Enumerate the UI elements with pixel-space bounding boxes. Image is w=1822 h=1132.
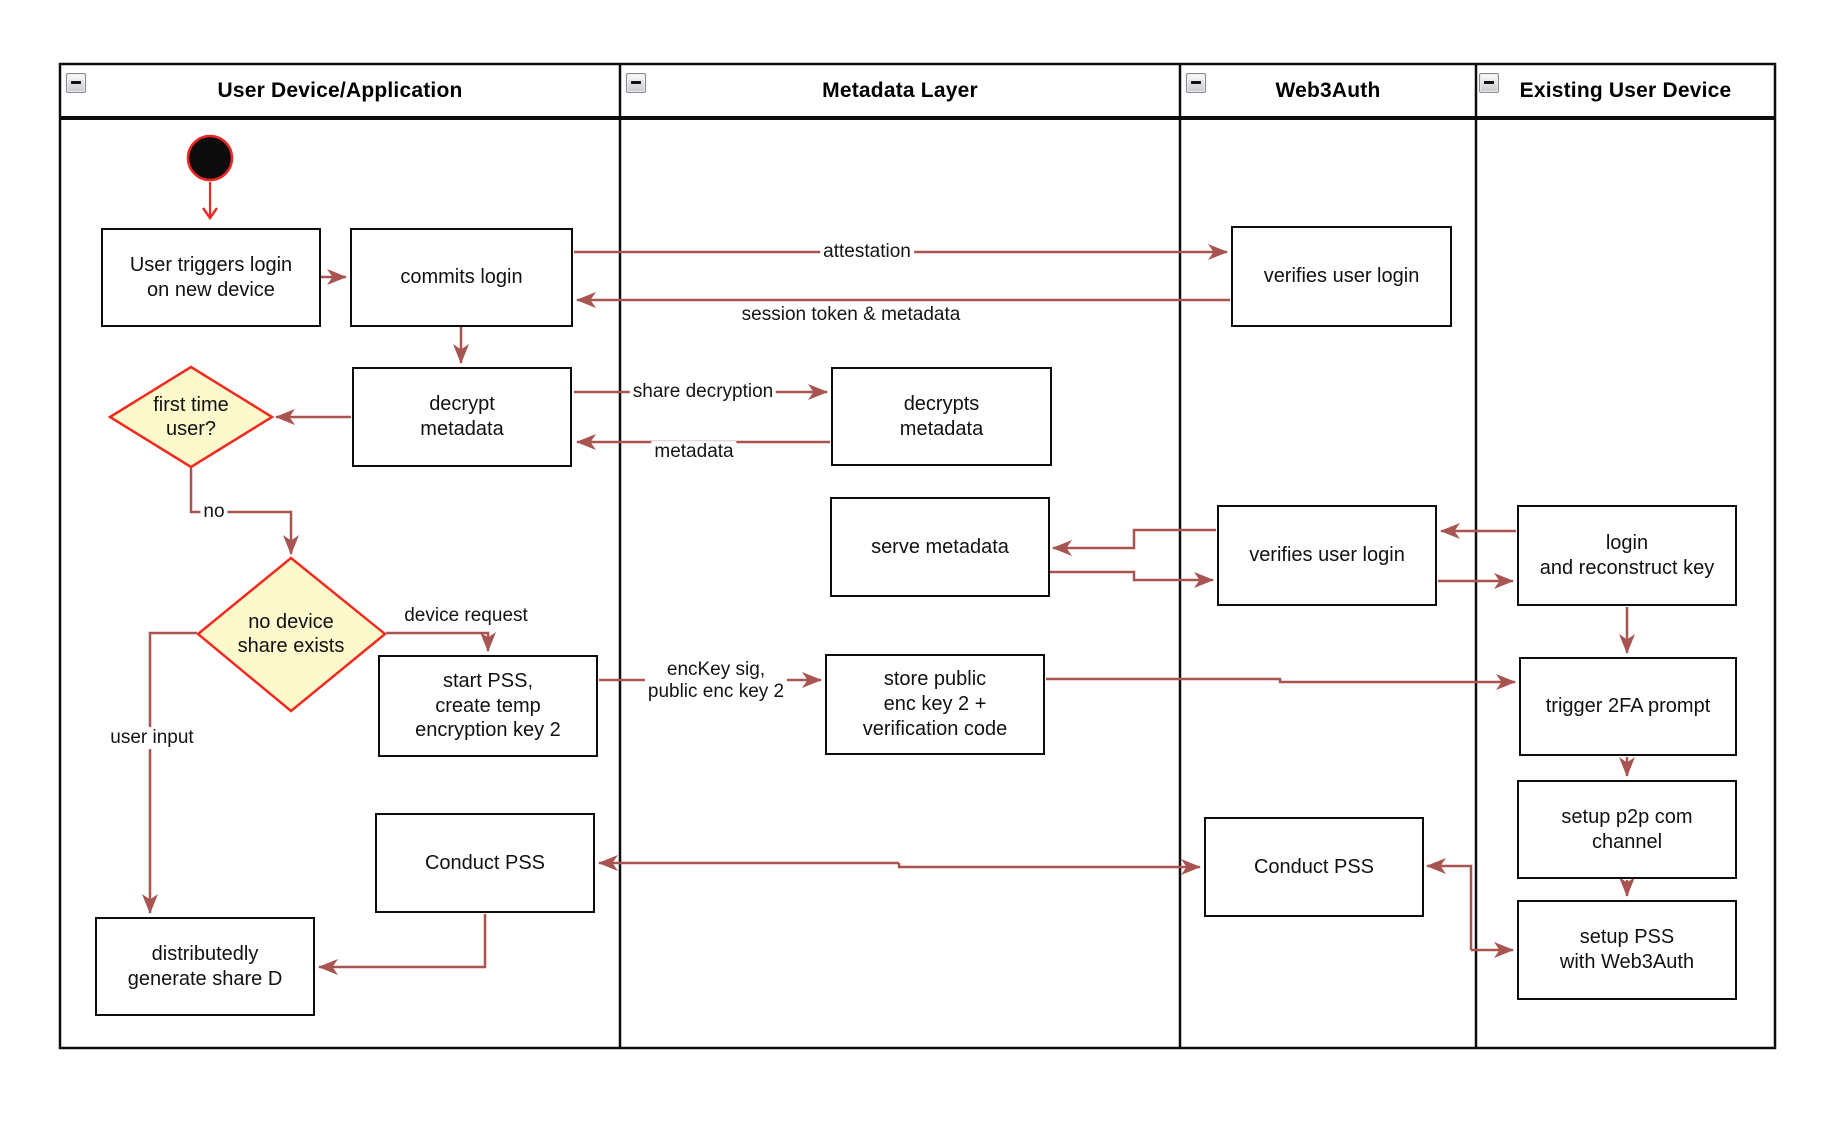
node-trigger-2fa-prompt: trigger 2FA prompt — [1519, 657, 1737, 756]
collapse-minus-icon[interactable] — [626, 73, 646, 93]
lane-title-user-device: User Device/Application — [217, 79, 463, 102]
node-distributedly-generate-share: distributedly generate share D — [95, 917, 315, 1016]
node-setup-p2p-channel: setup p2p com channel — [1517, 780, 1737, 879]
edge-setup-pss-to-conduct-w3a — [1426, 858, 1473, 950]
edge-conduct-app-to-conduct-w3a — [897, 859, 1201, 875]
collapse-minus-icon[interactable] — [66, 73, 86, 93]
no-device-share-decision-shape — [196, 556, 387, 713]
edge-label-user-input: user input — [107, 727, 197, 749]
collapse-minus-icon[interactable] — [1186, 73, 1206, 93]
node-login-and-reconstruct-key: login and reconstruct key — [1517, 505, 1737, 606]
node-serve-metadata: serve metadata — [830, 497, 1050, 597]
edge-label-device-request: device request — [401, 605, 531, 627]
node-commits-login: commits login — [350, 228, 573, 327]
lane-title-web3auth: Web3Auth — [1275, 79, 1381, 102]
edge-no-branch — [189, 468, 299, 555]
edge-label-enckey-sig: encKey sig, public enc key 2 — [644, 659, 788, 703]
edge-label-attestation: attestation — [820, 241, 914, 263]
edge-serve-to-verifies — [1050, 570, 1214, 588]
node-user-triggers-login: User triggers login on new device — [101, 228, 321, 327]
edge-verifies-to-serve — [1052, 528, 1216, 556]
node-setup-pss-web3auth: setup PSS with Web3Auth — [1517, 900, 1737, 1000]
edge-label-metadata: metadata — [651, 441, 737, 463]
edge-conduct-to-dist-share — [318, 914, 487, 975]
node-conduct-pss-web3auth: Conduct PSS — [1204, 817, 1424, 917]
node-verifies-user-login-mid: verifies user login — [1217, 505, 1437, 606]
node-start-pss: start PSS, create temp encryption key 2 — [378, 655, 598, 757]
lane-title-existing-device: Existing User Device — [1519, 79, 1732, 102]
collapse-minus-icon[interactable] — [1479, 73, 1499, 93]
swimlane-frame — [58, 62, 1777, 1050]
start-node — [186, 134, 234, 182]
decision-first-time-user-label: first time user? — [153, 393, 229, 440]
edge-user-input — [142, 631, 197, 914]
edge-device-request — [386, 631, 496, 652]
lane-title-metadata: Metadata Layer — [822, 79, 978, 102]
edge-label-no: no — [200, 501, 228, 523]
node-decrypt-metadata: decrypt metadata — [352, 367, 572, 467]
first-time-user-decision-shape — [107, 365, 275, 469]
node-store-public-enc-key: store public enc key 2 + verification co… — [825, 654, 1045, 755]
node-decrypts-metadata: decrypts metadata — [831, 367, 1052, 466]
edge-store-to-2fa — [1046, 674, 1516, 690]
edge-label-share-decryption: share decryption — [629, 381, 777, 403]
edge-label-session-token: session token & metadata — [738, 304, 964, 326]
node-conduct-pss-app: Conduct PSS — [375, 813, 595, 913]
node-verifies-user-login-top: verifies user login — [1231, 226, 1452, 327]
decision-no-device-share-label: no device share exists — [237, 610, 345, 657]
